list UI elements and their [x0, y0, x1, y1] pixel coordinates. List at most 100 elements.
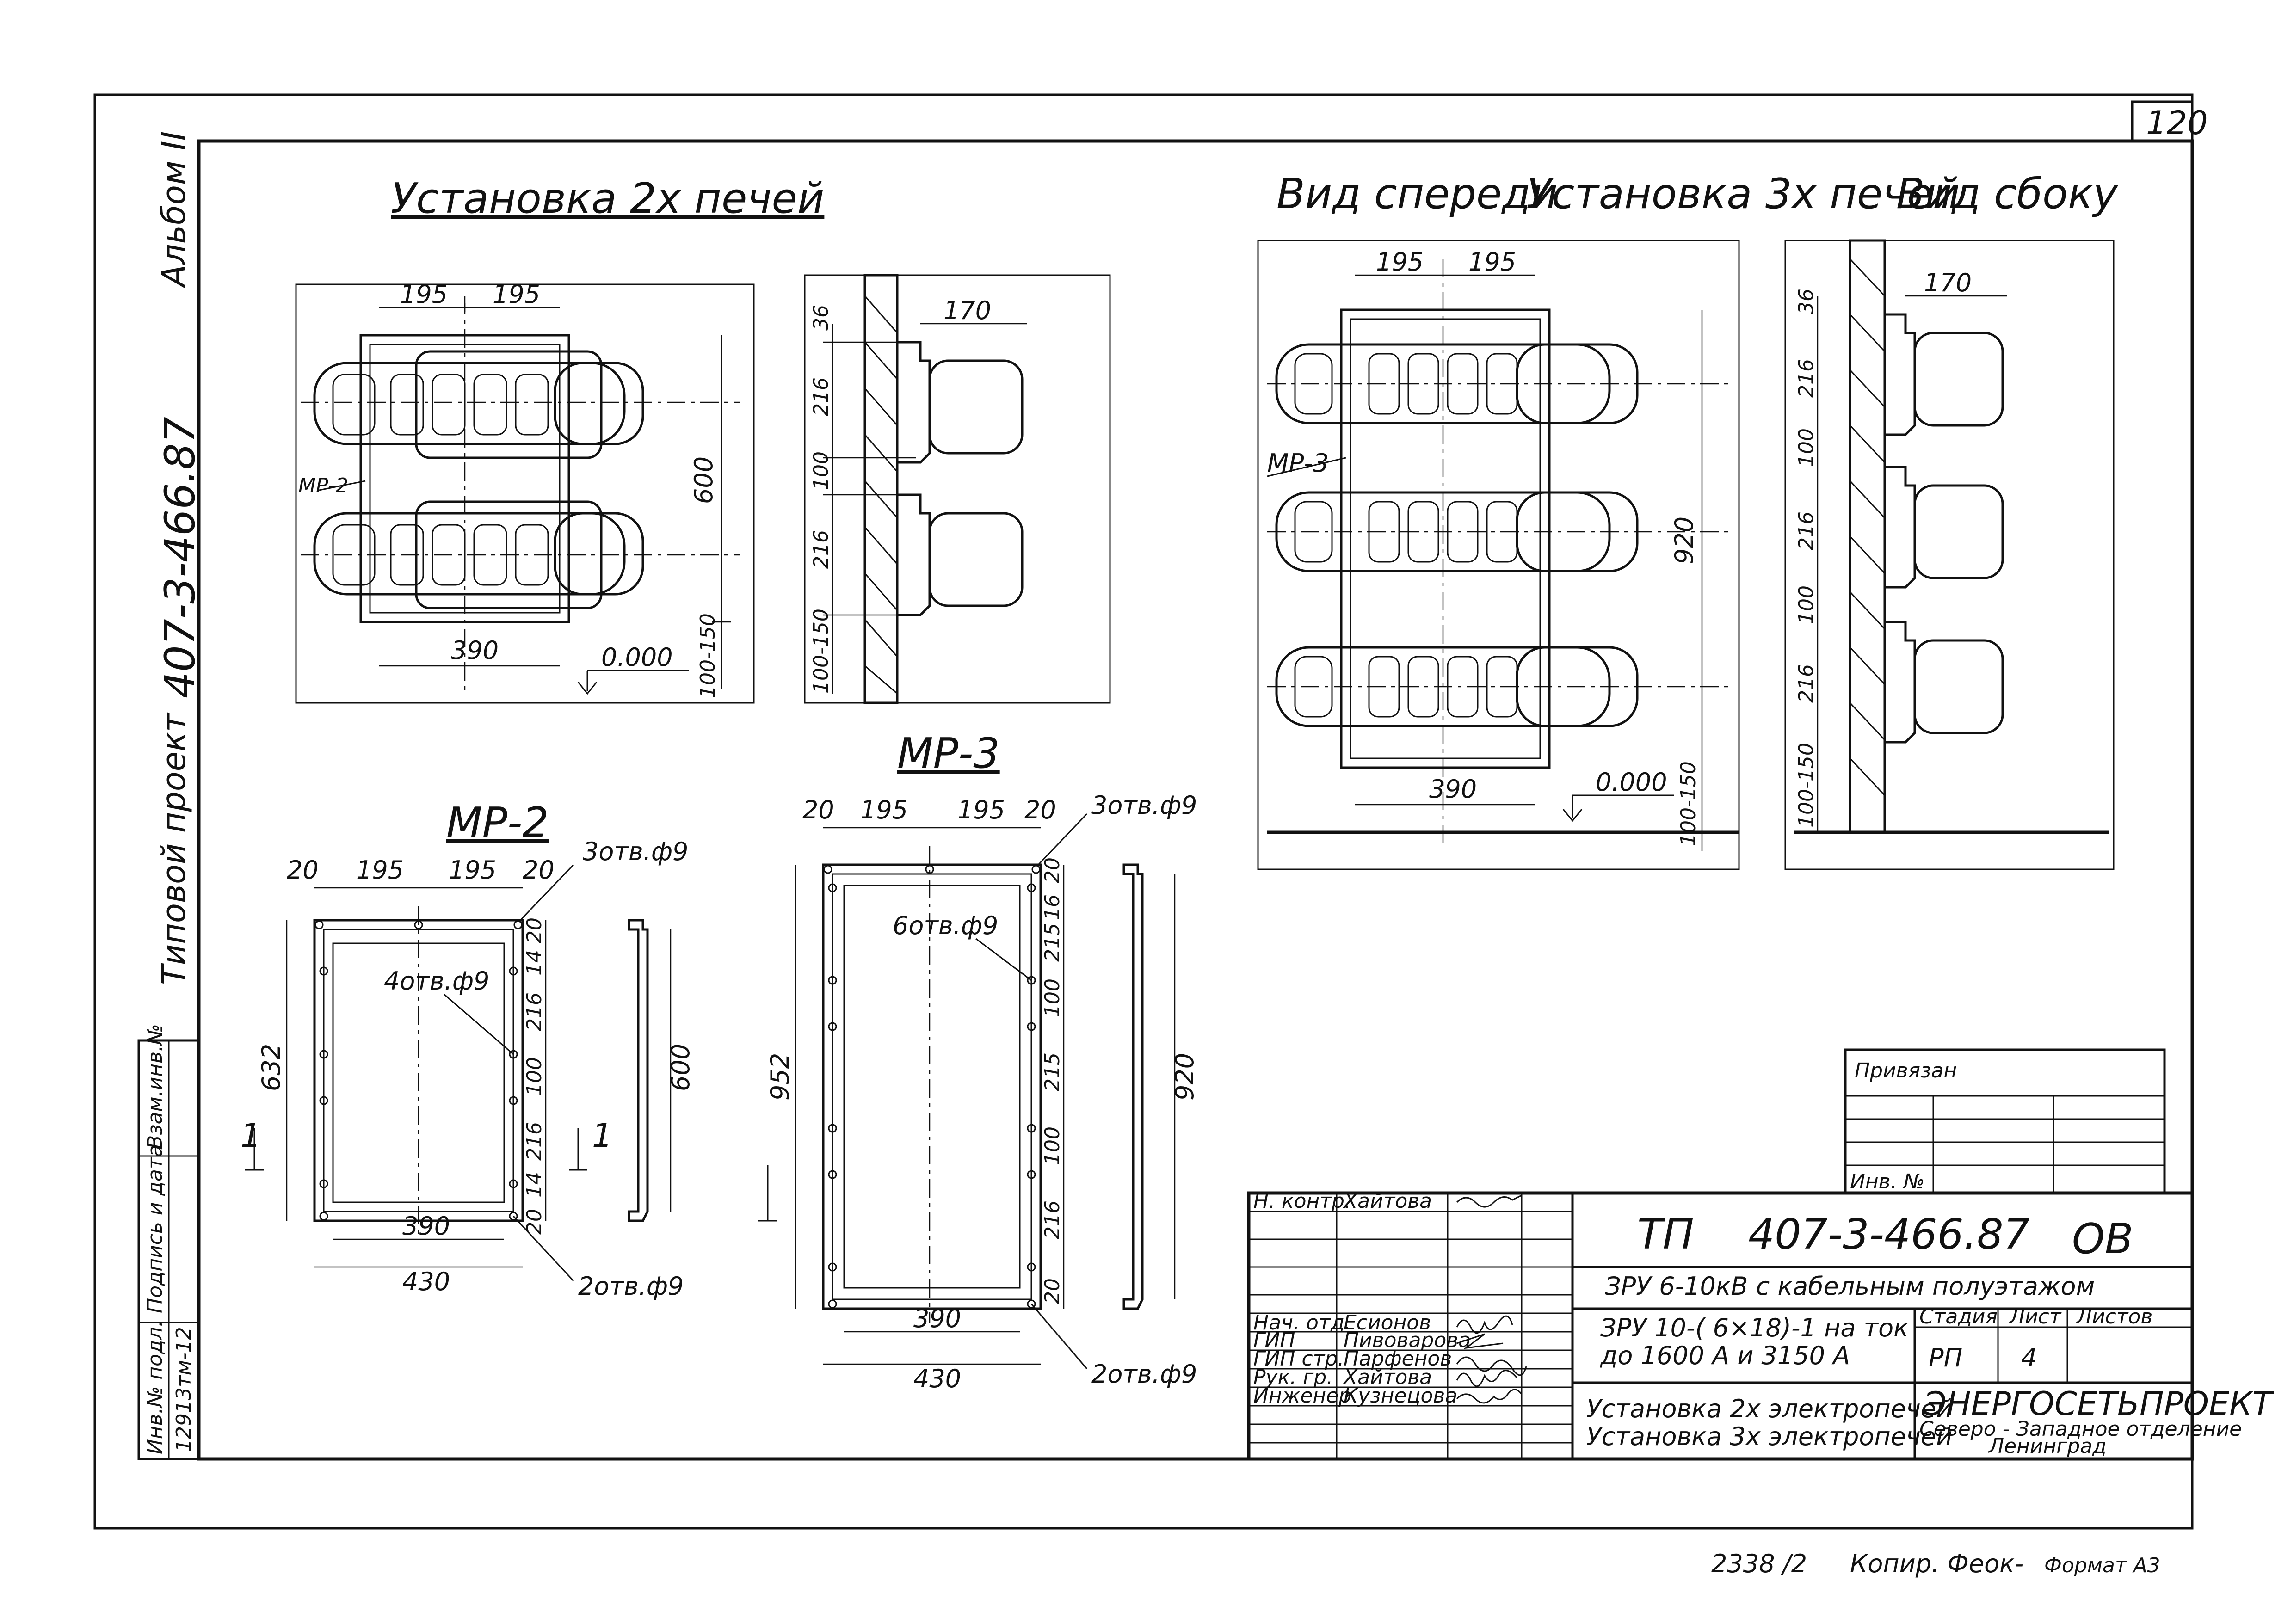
mr2-right-dim-3: 100	[523, 1057, 546, 1096]
binding-inv-label: Инв. №	[1850, 1170, 1924, 1193]
side-stamp-label-replace: Взам.инв.№	[143, 1024, 167, 1149]
mr2-dim-top-2: 195	[449, 855, 496, 885]
tb-role-2: ГИП	[1253, 1329, 1295, 1352]
mr3-title: МР-3	[897, 729, 1000, 778]
mr3-holes-bottom: 2отв.ф9	[1092, 1359, 1197, 1389]
tb-subtitle-2: до 1600 А и 3150 А	[1600, 1341, 1850, 1370]
tb-sheet-header: Лист	[2009, 1305, 2062, 1329]
view-2-side-dim-4: 100-150	[809, 609, 833, 694]
tb-designation-prefix: ТП	[1637, 1210, 1694, 1259]
view-2-side-dim-2: 100	[809, 451, 833, 490]
project-code-vertical: 407-3-466.87	[156, 417, 204, 698]
view-3-dim-height: 920	[1670, 517, 1699, 564]
tb-stage-header: Стадия	[1919, 1305, 1998, 1329]
side-stamp-label-sign: Подпись и дата	[143, 1145, 167, 1313]
mr2-right-dim-1: 14	[523, 950, 546, 976]
album-label: Альбом II	[155, 131, 193, 289]
view-3-dim-top-right: 195	[1468, 247, 1516, 277]
tb-org-name: ЭНЕРГОСЕТЬПРОЕКТ	[1924, 1385, 2275, 1423]
view-2-dim-top-left: 195	[400, 280, 448, 309]
view-3-stoves-side	[1784, 239, 2115, 870]
view-2-side-dim-1: 216	[809, 377, 833, 416]
tb-subtitle-1: ЗРУ 10-( 6×18)-1 на ток	[1600, 1313, 1909, 1342]
mr3-dim-top-0: 20	[802, 795, 834, 824]
mr2-width-outer: 430	[402, 1267, 450, 1296]
tb-designation: 407-3-466.87	[1748, 1210, 2030, 1259]
view-3-side-dim-3: 216	[1794, 511, 1818, 550]
tb-object-title: ЗРУ 6-10кВ с кабельным полуэтажом	[1605, 1272, 2095, 1301]
tb-role-5: Инженер	[1253, 1384, 1351, 1408]
mr2-dim-top-1: 195	[356, 855, 404, 885]
side-stamp-inventory-number: 12913тм-12	[172, 1327, 196, 1452]
mr2-holes-side: 4отв.ф9	[384, 966, 489, 996]
mr3-right-dim-3: 100	[1041, 978, 1064, 1017]
tb-section: ОВ	[2072, 1215, 2134, 1263]
view-3-side-dim-2: 100	[1794, 428, 1818, 467]
mr2-section-mark-left: 1	[240, 1117, 261, 1155]
mr2-title: МР-2	[446, 799, 549, 847]
view-3-side-dim-6: 100-150	[1794, 743, 1818, 828]
mr3-drawing	[758, 813, 1176, 1369]
view-2-dim-gap: 100-150	[696, 613, 720, 698]
mr3-right-dim-5: 100	[1041, 1126, 1064, 1165]
view-2-dim-height: 600	[689, 456, 718, 504]
view-3-dim-bottom: 390	[1429, 775, 1477, 804]
title-block	[1247, 1191, 2194, 1461]
view-3-stoves-title: Установка 3х печей	[1526, 170, 1960, 218]
view-3-side-dim-5: 216	[1794, 664, 1818, 703]
mr3-dim-top-3: 20	[1024, 795, 1056, 824]
view-2-stoves-title: Установка 2х печей	[391, 174, 824, 223]
tb-name-4: Хайтова	[1343, 1366, 1432, 1389]
tb-sheet: 4	[2021, 1343, 2037, 1372]
mr2-dim-top-0: 20	[287, 855, 319, 885]
footer-copied-by: Копир. Феок-	[1850, 1549, 2023, 1578]
sheet-number: 120	[2146, 104, 2208, 142]
tb-role-4: Рук. гр.	[1253, 1366, 1333, 1389]
tb-org-dept: Северо - Западное отделение	[1919, 1417, 2242, 1441]
side-stamp	[137, 1039, 200, 1460]
view-3-dim-top-left: 195	[1376, 247, 1424, 277]
view-3-side-dim-1: 216	[1794, 359, 1818, 398]
mr2-side-height: 600	[666, 1044, 695, 1091]
mr2-right-dim-6: 20	[523, 1209, 546, 1235]
mr2-width-inner: 390	[402, 1212, 450, 1241]
mr2-drawing	[245, 864, 672, 1282]
mr3-right-dim-7: 20	[1041, 1278, 1064, 1304]
mr2-section-mark-right: 1	[592, 1117, 613, 1155]
signature-scribbles	[1456, 1194, 1527, 1404]
view-3-side-dim-0: 36	[1794, 289, 1818, 314]
view-2-side-depth: 170	[944, 296, 991, 325]
view-3-stoves-front	[1257, 240, 1740, 870]
tb-name-2: Пивоварова	[1344, 1329, 1471, 1352]
mr2-right-dim-5: 14	[523, 1172, 546, 1198]
mr3-width-inner: 390	[913, 1304, 961, 1333]
mr3-holes-top: 3отв.ф9	[1092, 791, 1197, 820]
mr3-right-dim-0: 20	[1041, 857, 1064, 883]
mr2-right-dim-2: 216	[523, 992, 546, 1031]
mr3-dim-top-1: 195	[860, 795, 908, 824]
tb-name-1: Есионов	[1344, 1311, 1431, 1335]
footer-format: Формат А3	[2044, 1554, 2160, 1577]
view-3-side-depth: 170	[1924, 268, 1972, 297]
view-3-frame-label: МР-3	[1267, 449, 1329, 478]
view-2-side-dim-3: 216	[809, 530, 833, 569]
view-3-level: 0.000	[1596, 768, 1667, 797]
tb-stage: РП	[1929, 1343, 1962, 1372]
sheet-frame	[93, 93, 2194, 1530]
view-2-stoves-front	[295, 283, 755, 704]
binding-label: Привязан	[1855, 1059, 1957, 1083]
tb-role-0: Н. контр.	[1253, 1189, 1351, 1213]
view-3-front-title: Вид спереди	[1276, 170, 1558, 218]
mr3-holes-side: 6отв.ф9	[893, 911, 998, 940]
view-2-dim-bottom: 390	[451, 636, 499, 665]
mr3-right-dim-1: 16	[1041, 894, 1064, 920]
mr2-right-dim-0: 20	[523, 917, 546, 943]
tb-org-city: Ленинград	[1988, 1434, 2107, 1458]
view-2-frame-label: МР-2	[298, 474, 348, 498]
tb-drawing-line-1: Установка 2х электропечей	[1586, 1394, 1952, 1423]
tb-role-1: Нач. отд.	[1253, 1311, 1351, 1335]
tb-name-3: Парфенов	[1344, 1347, 1452, 1371]
view-2-level: 0.000	[601, 643, 673, 672]
